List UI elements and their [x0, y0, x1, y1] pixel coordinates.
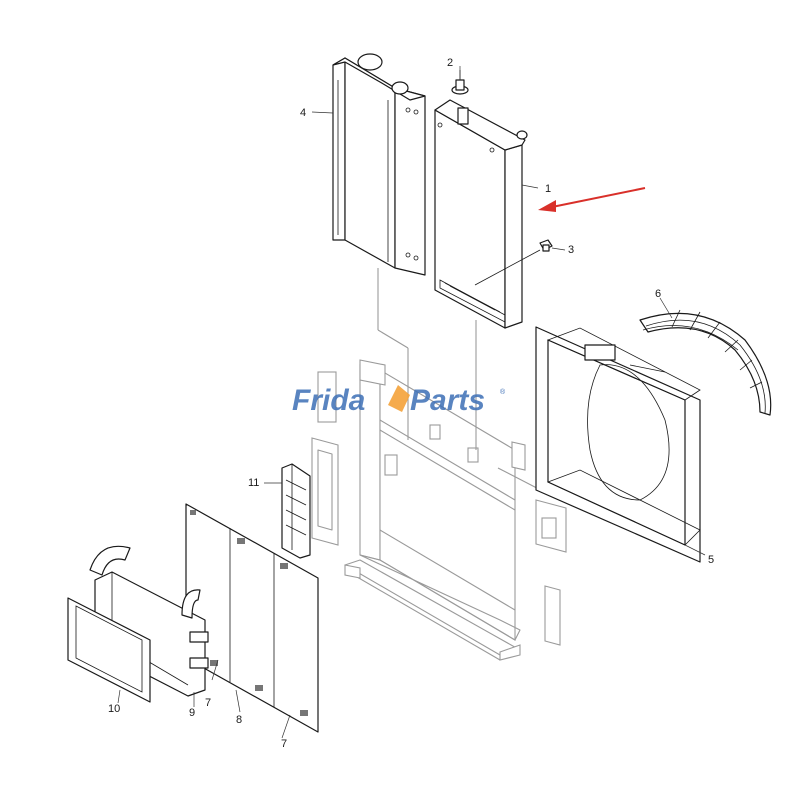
leader-lines [117, 66, 706, 739]
callout-9: 9 [189, 707, 195, 719]
bolt-part-3[interactable] [539, 239, 553, 252]
callout-8: 8 [236, 714, 242, 726]
callout-5: 5 [708, 554, 714, 566]
radiator-part-1[interactable] [434, 99, 541, 329]
callout-labels: 1 2 3 4 5 6 7 7 8 9 10 11 [108, 57, 714, 750]
callout-6: 6 [655, 288, 661, 300]
screen-part-8[interactable] [185, 503, 319, 733]
watermark-logo: Frida Parts ® [292, 384, 506, 417]
fan-guard-part-6[interactable] [639, 309, 772, 416]
cooler-part-4[interactable] [332, 53, 426, 276]
callout-7b: 7 [281, 738, 287, 750]
callout-2: 2 [447, 57, 453, 69]
oil-cooler-part-11[interactable] [281, 463, 311, 559]
callout-1: 1 [545, 183, 551, 195]
callout-4: 4 [300, 107, 306, 119]
support-frame [311, 268, 567, 661]
watermark-registered: ® [500, 388, 506, 396]
guard-panel-part-10[interactable] [67, 597, 151, 703]
callout-7a: 7 [205, 697, 211, 709]
callout-10: 10 [108, 703, 120, 715]
shroud-part-5[interactable] [535, 326, 701, 563]
aftercooler-part-9[interactable] [89, 545, 209, 697]
callout-3: 3 [568, 244, 574, 256]
watermark-text-1: Frida [292, 384, 365, 417]
callout-11: 11 [248, 477, 259, 489]
watermark-text-2: Parts [410, 384, 485, 417]
red-arrow [538, 187, 646, 212]
swoosh-icon [388, 385, 410, 412]
